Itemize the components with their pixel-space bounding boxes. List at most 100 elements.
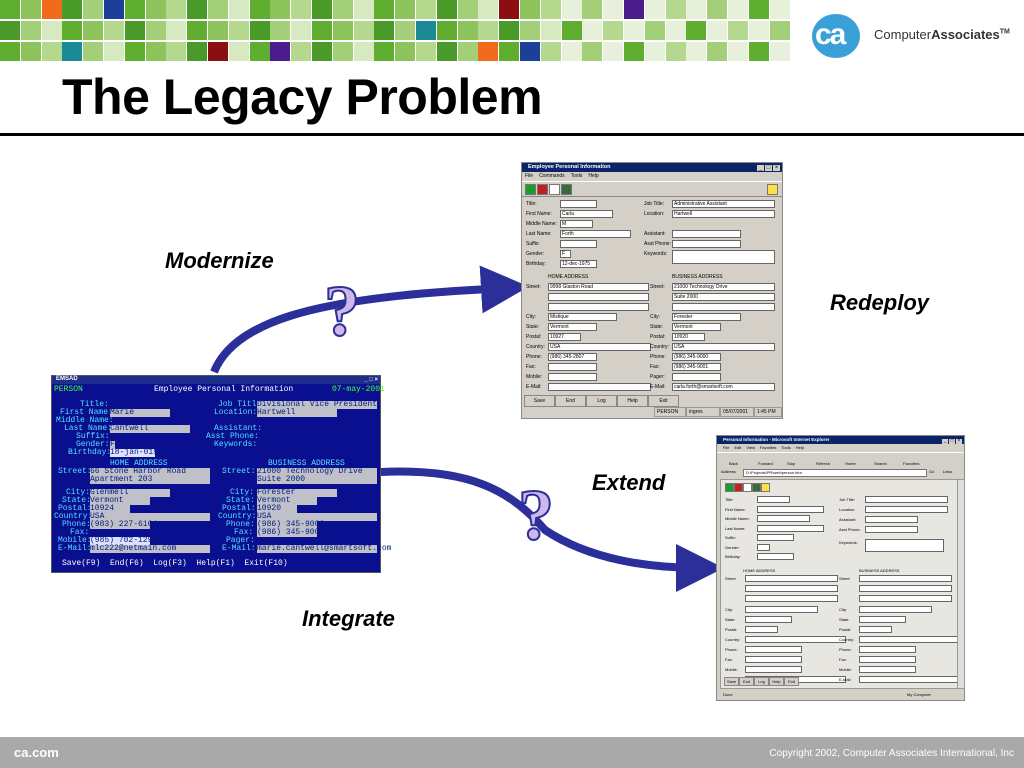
phone-icon[interactable] — [561, 184, 572, 195]
term-bus-postal-field[interactable]: 10920 — [257, 505, 297, 513]
field-input[interactable] — [745, 626, 778, 633]
field-input[interactable] — [757, 524, 824, 532]
field-input[interactable]: (986) 345-9000 — [672, 353, 721, 361]
help-icon[interactable] — [767, 184, 778, 195]
field-input[interactable]: Mistique — [548, 313, 617, 321]
field-input[interactable] — [757, 534, 794, 541]
field-input[interactable] — [672, 373, 721, 381]
field-input[interactable] — [672, 240, 741, 248]
term-gender-field[interactable]: F — [110, 440, 115, 449]
field-input[interactable] — [859, 585, 952, 592]
field-input[interactable] — [757, 505, 824, 513]
menu-item-file[interactable]: File — [525, 173, 534, 179]
term-first-name-field[interactable]: Marie — [110, 409, 170, 417]
term-bus-street2-field[interactable]: Suite 2000 — [257, 476, 377, 484]
field-input[interactable] — [560, 240, 597, 248]
term-home-email-field[interactable]: mlc222@netmain.com — [90, 545, 210, 553]
field-input[interactable] — [745, 606, 818, 613]
page-scrollbar[interactable] — [957, 479, 965, 689]
field-input[interactable] — [865, 496, 948, 503]
term-home-state-field[interactable]: Vermont — [90, 497, 150, 505]
term-home-postal-field[interactable]: 10924 — [90, 505, 130, 513]
term-home-street1-field[interactable]: 66 Stone Harbor Road — [90, 468, 210, 476]
term-home-street2-field[interactable]: Apartment 203 — [90, 476, 210, 484]
exit-button[interactable]: Exit — [648, 395, 679, 407]
delete-icon[interactable] — [537, 184, 548, 195]
field-input[interactable]: (986) 345-9001 — [672, 363, 721, 371]
field-input[interactable]: 12-dec-1975 — [560, 260, 597, 268]
field-input[interactable] — [859, 616, 906, 623]
minimize-icon[interactable]: _ — [757, 165, 764, 171]
field-input[interactable] — [560, 200, 597, 208]
field-input[interactable] — [548, 383, 651, 391]
field-input[interactable] — [757, 543, 770, 551]
term-home-city-field[interactable]: Glenmell — [90, 489, 170, 497]
term-bus-city-field[interactable]: Forester — [257, 489, 337, 497]
menu-item-commands[interactable]: Commands — [539, 173, 565, 179]
field-input[interactable] — [745, 636, 846, 643]
toolbar-back-button[interactable]: Back — [729, 461, 738, 466]
field-input[interactable] — [859, 656, 916, 663]
term-bus-email-field[interactable]: marie.cantwell@smartsoft.com — [257, 544, 392, 553]
field-input[interactable] — [757, 515, 810, 522]
field-input[interactable] — [865, 506, 948, 513]
browser-menu-file[interactable]: File — [723, 445, 730, 450]
term-home-phone-field[interactable]: (983) 227-6164 — [90, 520, 158, 529]
field-input[interactable] — [548, 293, 649, 301]
term-last-name-field[interactable]: Cantwell — [110, 425, 190, 433]
browser-end-button[interactable]: End — [739, 677, 754, 686]
minimize-icon[interactable]: _ — [942, 438, 948, 444]
field-input[interactable]: 10927 — [548, 333, 581, 341]
field-input[interactable]: M — [560, 220, 593, 228]
maximize-icon[interactable]: □ — [949, 438, 955, 444]
close-icon[interactable]: × — [773, 165, 780, 171]
field-input[interactable]: Suite 2000 — [672, 293, 775, 301]
field-input[interactable] — [745, 595, 838, 602]
maximize-icon[interactable]: □ — [765, 165, 772, 171]
browser-menu-edit[interactable]: Edit — [734, 445, 742, 450]
field-input[interactable] — [865, 516, 918, 523]
toolbar-refresh-button[interactable]: Refresh — [816, 461, 831, 466]
field-input[interactable] — [859, 666, 916, 673]
term-bus-street1-field[interactable]: 21000 Technology Drive — [257, 468, 377, 476]
field-input[interactable] — [865, 526, 918, 533]
browser-menu-tools[interactable]: Tools — [781, 445, 791, 450]
field-input[interactable] — [548, 373, 597, 381]
close-icon[interactable]: × — [956, 438, 962, 444]
field-input[interactable] — [757, 553, 794, 560]
menu-item-tools[interactable]: Tools — [570, 173, 583, 179]
browser-help-button[interactable]: Help — [769, 677, 784, 686]
field-input[interactable]: (986) 345-2807 — [548, 353, 597, 361]
toolbar-home-button[interactable]: Home — [845, 461, 856, 466]
field-input[interactable] — [745, 585, 838, 592]
toolbar-stop-button[interactable]: Stop — [787, 461, 796, 466]
help-button[interactable]: Help — [617, 395, 648, 407]
toolbar-search-button[interactable]: Search — [874, 461, 887, 466]
save-button[interactable]: Save — [524, 395, 555, 407]
field-input[interactable] — [757, 496, 790, 503]
term-home-country-field[interactable]: USA — [90, 513, 210, 521]
field-input[interactable] — [859, 575, 952, 582]
field-input[interactable] — [548, 363, 597, 371]
browser-save-button[interactable]: Save — [724, 677, 739, 686]
end-button[interactable]: End — [555, 395, 586, 407]
search-icon[interactable] — [743, 483, 752, 492]
next-arrow-icon[interactable] — [725, 483, 734, 492]
terminal-window-buttons[interactable]: _ □ × — [364, 377, 378, 383]
term-birthday-field[interactable]: 18-jan-0197 — [110, 448, 163, 457]
term-job-title-field[interactable]: Divisional Vice President — [257, 400, 378, 409]
field-input[interactable] — [672, 250, 775, 264]
field-input[interactable] — [859, 626, 892, 633]
field-input[interactable] — [859, 636, 960, 643]
links-button[interactable]: Links — [943, 469, 953, 474]
field-input[interactable] — [745, 666, 802, 673]
search-icon[interactable] — [549, 184, 560, 195]
field-input[interactable] — [865, 539, 944, 552]
field-input[interactable]: Hartwell — [672, 210, 775, 218]
browser-exit-button[interactable]: Exit — [784, 677, 799, 686]
field-input[interactable] — [859, 606, 932, 613]
browser-menu-favorites[interactable]: Favorites — [759, 445, 777, 450]
term-bus-state-field[interactable]: Vermont — [257, 497, 317, 505]
toolbar-forward-button[interactable]: Forward — [758, 461, 773, 466]
field-input[interactable] — [672, 230, 741, 238]
